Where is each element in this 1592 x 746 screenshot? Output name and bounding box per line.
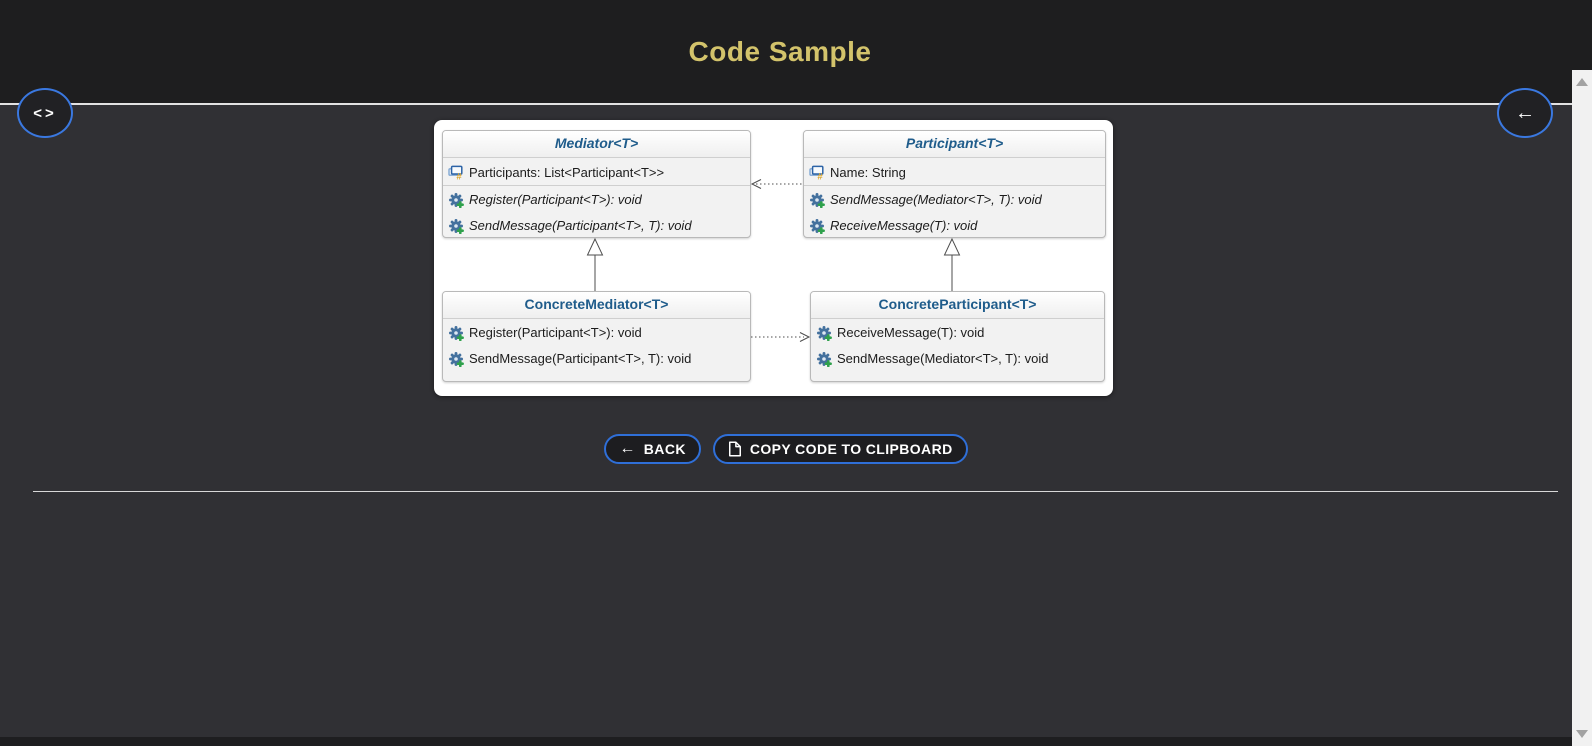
class-box-concrete-participant: ConcreteParticipant<T> ReceiveMessage(T)… [810,291,1105,382]
field-row: Name: String [804,158,1105,185]
back-button[interactable]: ← BACK [604,434,701,464]
method-row: SendMessage(Mediator<T>, T): void [804,186,1105,212]
back-arrow-icon: ← [1515,101,1535,124]
method-text: SendMessage(Mediator<T>, T): void [830,192,1042,207]
method-text: SendMessage(Participant<T>, T): void [469,351,692,366]
methods-section: ReceiveMessage(T): void SendMessage(Medi… [811,319,1104,371]
actions-row: ← BACK COPY CODE TO CLIPBOARD [0,434,1572,464]
copy-button-label: COPY CODE TO CLIPBOARD [749,441,953,457]
method-text: SendMessage(Participant<T>, T): void [469,218,692,233]
methods-section: SendMessage(Mediator<T>, T): void Receiv… [804,186,1105,238]
class-box-mediator: Mediator<T> Participants: List<Participa… [442,130,751,238]
method-icon [448,218,464,234]
method-icon [448,325,464,341]
class-name: ConcreteMediator<T> [443,292,750,319]
method-text: Register(Participant<T>): void [469,192,642,207]
class-name: Mediator<T> [443,131,750,158]
method-row: SendMessage(Participant<T>, T): void [443,212,750,238]
method-row: SendMessage(Participant<T>, T): void [443,345,750,371]
method-icon [816,325,832,341]
method-text: SendMessage(Mediator<T>, T): void [837,351,1049,366]
fields-section: Name: String [804,158,1105,186]
field-icon [448,164,464,180]
dependency-arrow [750,179,803,189]
field-text: Name: String [830,164,906,180]
header: Code Sample [0,0,1592,105]
file-icon [728,441,742,457]
back-arrow-icon: ← [619,440,636,457]
method-icon [448,351,464,367]
method-icon [816,351,832,367]
method-row: ReceiveMessage(T): void [804,212,1105,238]
generalization-arrow [943,237,961,291]
methods-section: Register(Participant<T>): void SendMessa… [443,319,750,371]
back-circle-button[interactable]: ← [1497,88,1553,138]
class-name: ConcreteParticipant<T> [811,292,1104,319]
method-icon [809,192,825,208]
scroll-down-button[interactable] [1572,726,1592,742]
page-title: Code Sample [688,36,872,67]
uml-connectors [586,179,961,342]
bottom-bar [0,737,1572,746]
scroll-up-button[interactable] [1572,74,1592,90]
methods-section: Register(Participant<T>): void SendMessa… [443,186,750,238]
field-row: Participants: List<Participant<T>> [443,158,750,185]
method-icon [448,192,464,208]
fields-section: Participants: List<Participant<T>> [443,158,750,186]
method-row: SendMessage(Mediator<T>, T): void [811,345,1104,371]
field-text: Participants: List<Participant<T>> [469,164,665,180]
code-toggle-button[interactable]: <> [17,88,73,138]
field-icon [809,164,825,180]
uml-diagram-panel: Mediator<T> Participants: List<Participa… [434,120,1113,396]
dependency-arrow [751,332,811,342]
method-text: ReceiveMessage(T): void [837,325,985,340]
method-row: Register(Participant<T>): void [443,186,750,212]
class-name: Participant<T> [804,131,1105,158]
section-divider [33,491,1558,492]
method-icon [809,218,825,234]
class-box-participant: Participant<T> Name: String SendMessage(… [803,130,1106,238]
class-box-concrete-mediator: ConcreteMediator<T> Register(Participant… [442,291,751,382]
code-icon: <> [33,104,57,122]
method-row: ReceiveMessage(T): void [811,319,1104,345]
generalization-arrow [586,237,604,291]
back-button-label: BACK [643,441,686,457]
method-row: Register(Participant<T>): void [443,319,750,345]
vertical-scrollbar[interactable] [1572,70,1592,746]
method-text: Register(Participant<T>): void [469,325,642,340]
method-text: ReceiveMessage(T): void [830,218,978,233]
copy-code-button[interactable]: COPY CODE TO CLIPBOARD [712,434,968,464]
